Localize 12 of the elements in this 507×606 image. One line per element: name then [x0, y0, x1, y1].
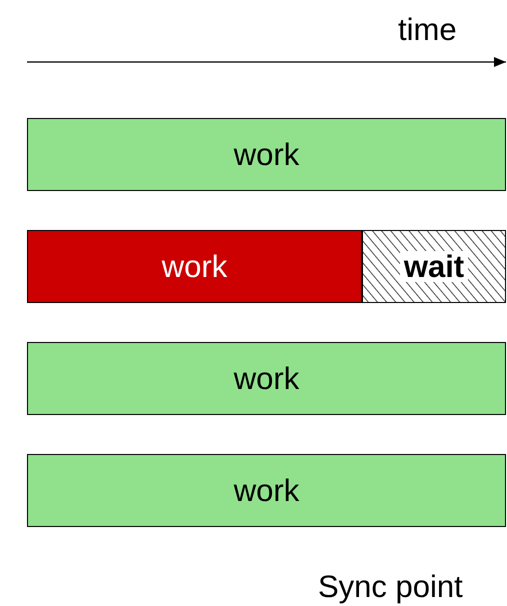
- bar-label: work: [162, 251, 228, 282]
- work-bar: [27, 230, 362, 303]
- axis-label: time: [398, 14, 457, 45]
- work-bar: [27, 342, 506, 415]
- wait-box: [362, 230, 506, 303]
- bar-label: work: [234, 363, 300, 394]
- work-bar: [27, 118, 506, 191]
- bar-label: work: [234, 475, 300, 506]
- bar-label: wait: [400, 251, 468, 282]
- bar-label: work: [234, 139, 300, 170]
- work-bar: [27, 454, 506, 527]
- sync-point-label: Sync point: [318, 571, 463, 602]
